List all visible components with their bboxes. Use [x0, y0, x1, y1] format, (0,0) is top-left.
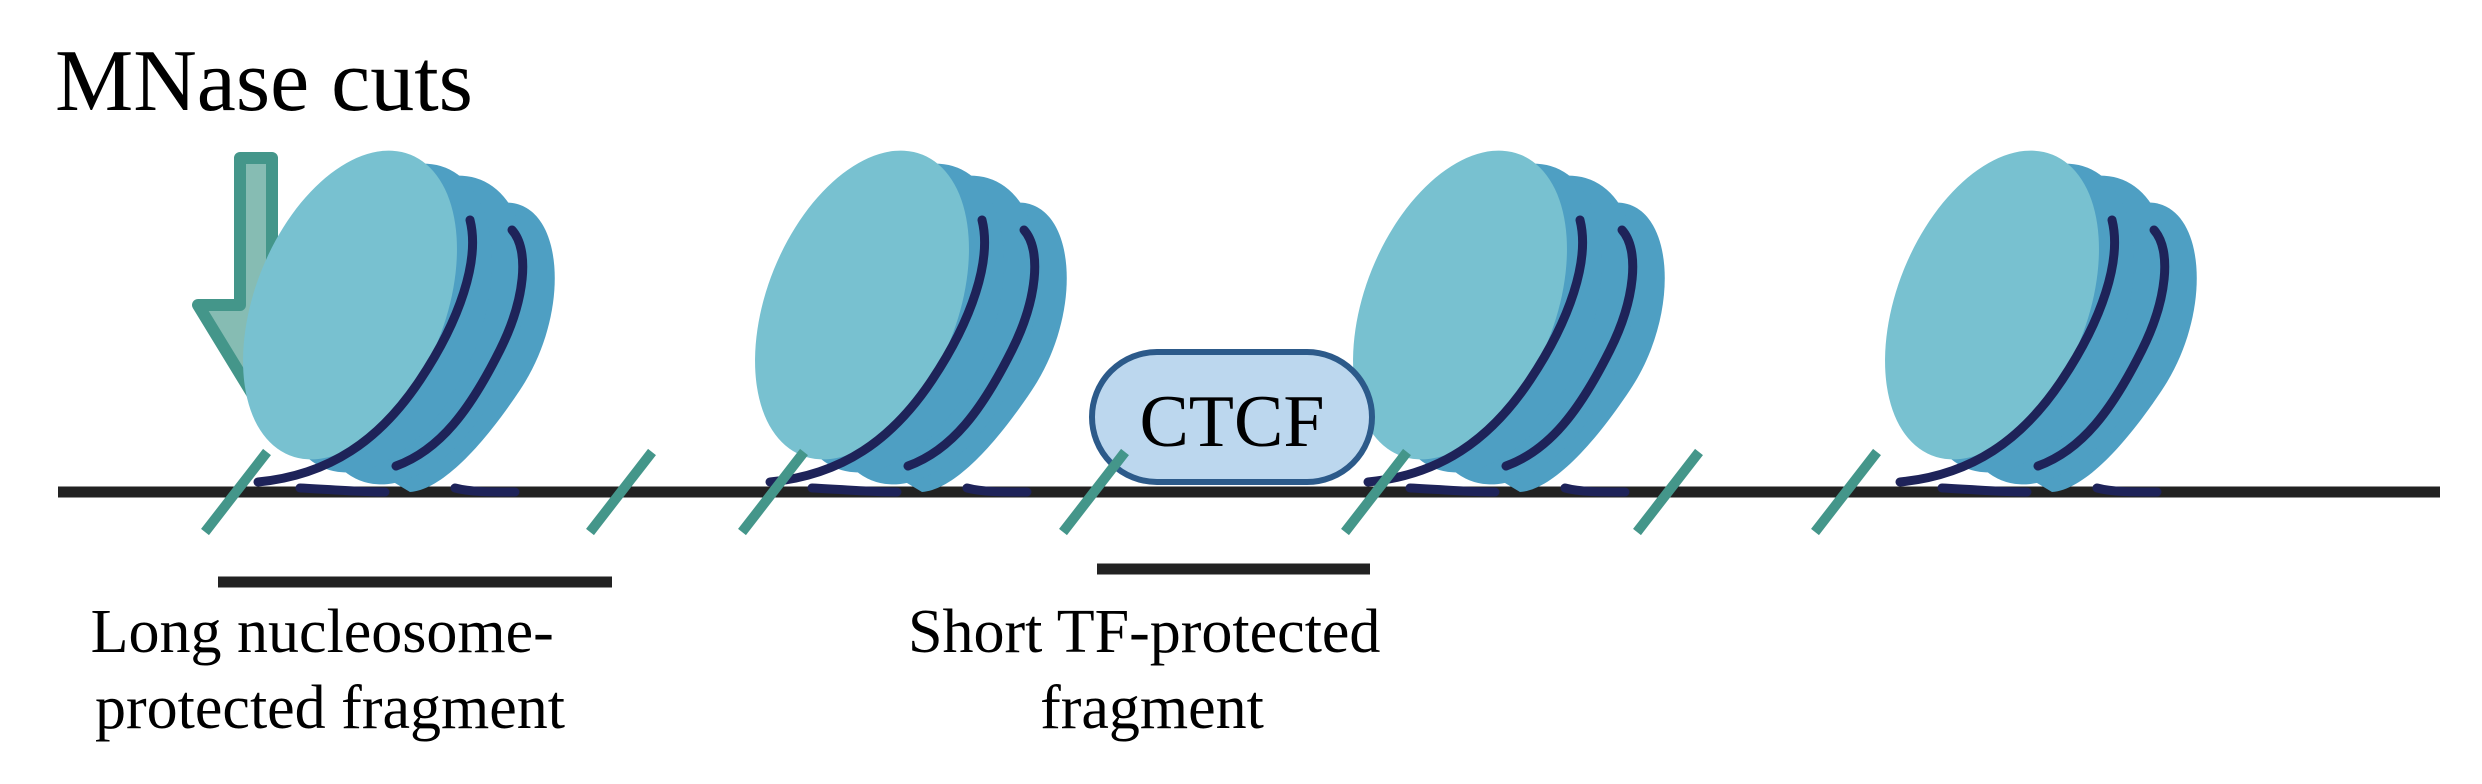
short-fragment-label-line2: fragment	[1040, 674, 1264, 742]
long-fragment-label-line2: protected fragment	[95, 674, 565, 742]
cut-mark-icon	[1633, 448, 1703, 536]
svg-text:Long nucleosome- protected: Long nucleosome- protected fragment	[91, 598, 570, 742]
nucleosome-icon	[1311, 119, 1679, 516]
ctcf-label: CTCF	[1139, 381, 1324, 463]
title: MNase cuts	[55, 33, 473, 130]
cut-mark-icon	[1811, 448, 1881, 536]
nucleosome-icon	[1843, 119, 2211, 516]
cut-mark-icon	[201, 448, 271, 536]
cut-mark-icon	[1341, 448, 1411, 536]
cut-mark-icon	[1059, 448, 1129, 536]
ctcf-protein: CTCF	[1089, 349, 1375, 485]
svg-text:Short TF-protected fragmen: Short TF-protected fragment	[908, 598, 1396, 742]
cut-mark-icon	[738, 448, 808, 536]
nucleosome-icon	[713, 119, 1081, 516]
cut-mark-icon	[586, 448, 656, 536]
short-fragment-label-line1: Short TF-protected	[908, 598, 1380, 666]
long-fragment-label-line1: Long nucleosome-	[91, 598, 554, 666]
